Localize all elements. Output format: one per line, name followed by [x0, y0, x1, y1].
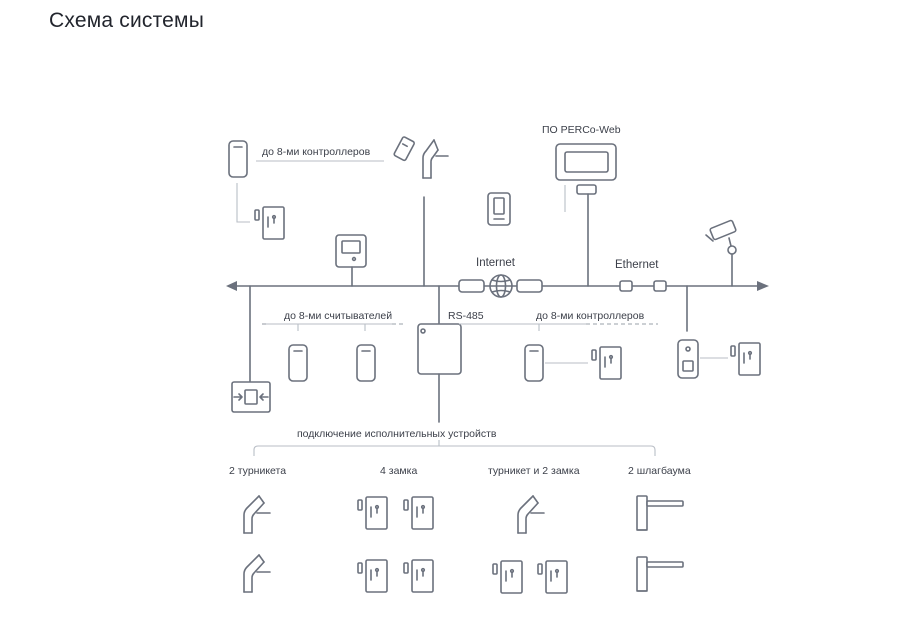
globe-icon [489, 274, 513, 298]
reader-icon-3 [524, 344, 544, 382]
label-rs485: RS-485 [448, 310, 484, 322]
actuators-bracket [253, 445, 656, 456]
lock-icon-opt2-1 [357, 496, 388, 530]
monitor-icon [555, 143, 617, 195]
turnstile-icon-2 [243, 554, 271, 593]
connector-left-icon [458, 279, 485, 293]
label-controllers-bottom: до 8-ми контроллеров [536, 310, 645, 322]
door-sensor-icon [231, 381, 271, 413]
lock-icon-opt2-4 [403, 559, 434, 593]
top-left-reader-icon [228, 140, 248, 178]
top-left-lock-icon [254, 206, 285, 240]
proximity-reader-icon [677, 339, 699, 379]
turnstile-icon-1 [243, 495, 271, 534]
reader-icon-1 [288, 344, 308, 382]
label-internet: Internet [476, 257, 516, 269]
label-controllers-top: до 8-ми контроллеров [262, 146, 371, 158]
bus-arrow-right-icon [757, 281, 769, 291]
top-turnstile-icon [422, 139, 449, 179]
ethernet-connector-icon [619, 280, 667, 292]
option-label-turnstiles: 2 турникета [229, 465, 286, 477]
option-label-barriers: 2 шлагбаума [628, 465, 691, 477]
barrier-icon-2 [636, 556, 684, 592]
label-ethernet: Ethernet [615, 259, 659, 271]
terminal-icon [335, 234, 367, 268]
turnstile-icon-3 [517, 495, 545, 534]
lock-icon-opt2-3 [357, 559, 388, 593]
connector-right-icon [516, 279, 543, 293]
option-label-locks: 4 замка [380, 465, 417, 477]
camera-icon [705, 219, 737, 255]
lock-icon-opt3-2 [537, 560, 568, 594]
lock-icon-opt2-2 [403, 496, 434, 530]
lock-icon-opt3-1 [492, 560, 523, 594]
label-software: ПО PERCo-Web [542, 124, 621, 136]
option-label-turnstile-and-locks: турникет и 2 замка [488, 465, 580, 477]
controller-box-icon [417, 323, 462, 375]
card-icon [393, 136, 415, 162]
bus-arrow-left-icon [226, 281, 237, 291]
barrier-icon-1 [636, 495, 684, 531]
reader-icon-2 [356, 344, 376, 382]
label-actuators: подключение исполнительных устройств [297, 428, 497, 440]
label-readers: до 8-ми считывателей [284, 310, 392, 322]
lock-icon-bottom-right [730, 342, 761, 376]
face-reader-icon [487, 192, 511, 226]
page-title: Схема системы [49, 9, 204, 32]
lock-icon-bottom-middle [591, 346, 622, 380]
